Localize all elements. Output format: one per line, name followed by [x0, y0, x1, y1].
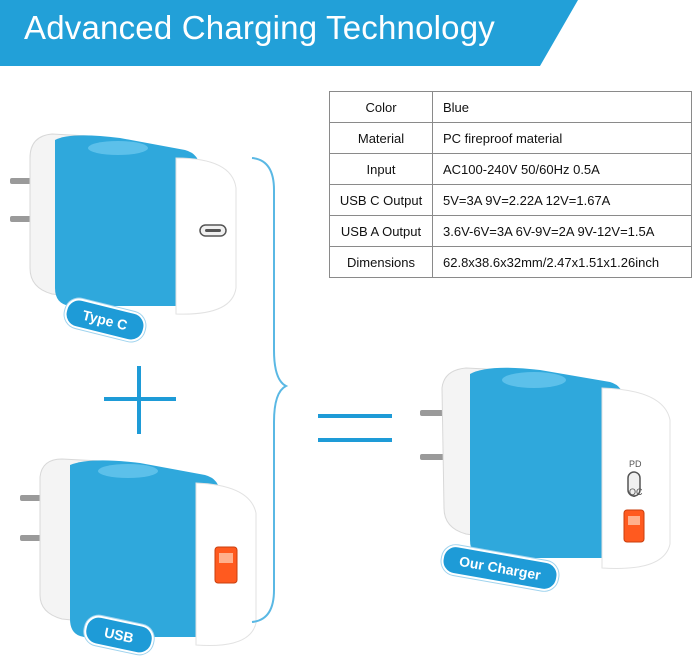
table-row: Input AC100-240V 50/60Hz 0.5A — [329, 153, 692, 185]
table-row: USB C Output 5V=3A 9V=2.22A 12V=1.67A — [329, 184, 692, 216]
table-row: Color Blue — [329, 91, 692, 123]
banner-shape — [0, 0, 578, 66]
spec-key: Input — [329, 153, 433, 185]
plus-icon — [104, 366, 176, 434]
usb-charger-image — [20, 458, 257, 647]
spec-key: Dimensions — [329, 246, 433, 278]
page-title: Advanced Charging Technology — [24, 9, 495, 46]
spec-value: 3.6V-6V=3A 6V-9V=2A 9V-12V=1.5A — [432, 215, 692, 247]
spec-value: 62.8x38.6x32mm/2.47x1.51x1.26inch — [432, 246, 692, 278]
spec-key: USB C Output — [329, 184, 433, 216]
spec-value: Blue — [432, 91, 692, 123]
equals-icon — [318, 414, 392, 442]
spec-value: PC fireproof material — [432, 122, 692, 154]
spec-key: Material — [329, 122, 433, 154]
table-row: Material PC fireproof material — [329, 122, 692, 154]
header-banner: Advanced Charging Technology — [0, 0, 694, 66]
spec-key: Color — [329, 91, 433, 123]
spec-table: Color Blue Material PC fireproof materia… — [329, 91, 692, 278]
our-charger-image — [420, 367, 671, 569]
spec-key: USB A Output — [329, 215, 433, 247]
qc-port-label: QC — [629, 487, 643, 497]
table-row: Dimensions 62.8x38.6x32mm/2.47x1.51x1.26… — [329, 246, 692, 278]
spec-value: AC100-240V 50/60Hz 0.5A — [432, 153, 692, 185]
type-c-charger-image — [10, 133, 237, 315]
table-row: USB A Output 3.6V-6V=3A 6V-9V=2A 9V-12V=… — [329, 215, 692, 247]
pd-port-label: PD — [629, 459, 642, 469]
spec-value: 5V=3A 9V=2.22A 12V=1.67A — [432, 184, 692, 216]
right-brace-icon — [251, 157, 289, 623]
